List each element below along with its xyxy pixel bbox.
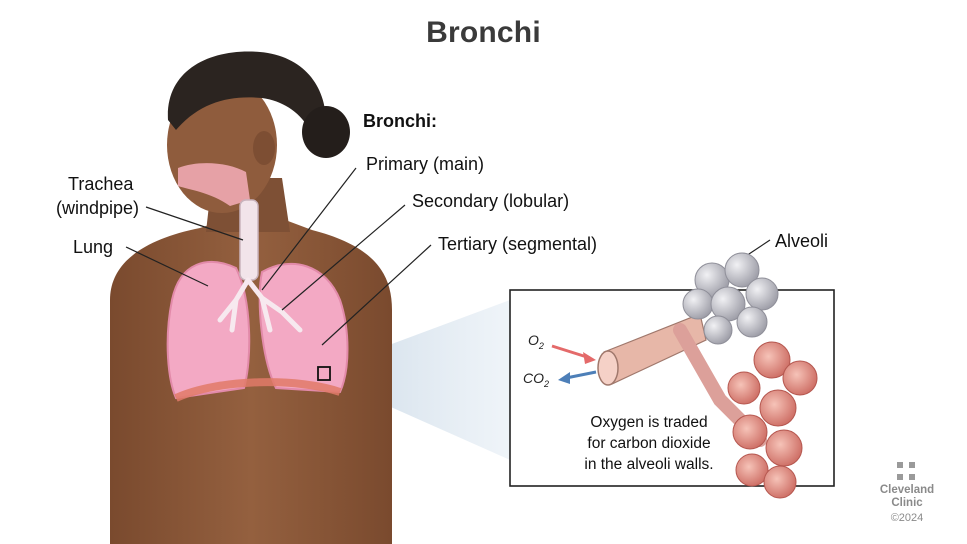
o2-label: O2 xyxy=(528,332,544,351)
logo-line1: Cleveland xyxy=(879,484,935,496)
label-trachea-windpipe: (windpipe) xyxy=(56,198,140,218)
caption-line: in the alveoli walls. xyxy=(584,456,714,473)
label-tertiary-bronchi: Tertiary (segmental) xyxy=(438,234,598,254)
label-trachea: Trachea xyxy=(68,174,134,194)
leader-secondary xyxy=(281,204,406,311)
pink-alveoli-cluster xyxy=(727,341,818,499)
inset-caption: Oxygen is traded for carbon dioxide in t… xyxy=(518,412,780,475)
gray-alveoli-cluster xyxy=(682,252,779,345)
label-alveoli: Alveoli xyxy=(775,231,829,251)
leader-trachea xyxy=(145,206,244,241)
diaphragm xyxy=(174,378,342,402)
o2-arrowhead xyxy=(583,352,596,364)
hair-bun xyxy=(302,106,350,158)
hair xyxy=(167,51,327,150)
cleveland-clinic-logo: Cleveland Clinic ©2024 xyxy=(872,460,942,524)
right-lung xyxy=(258,263,349,394)
copyright: ©2024 xyxy=(890,512,924,524)
bronchiole-opening xyxy=(597,350,619,386)
leader-lung xyxy=(125,246,209,287)
airway-head xyxy=(178,163,250,206)
co2-arrow xyxy=(565,370,597,380)
zoom-source-box xyxy=(317,366,331,381)
diagram-title: Bronchi xyxy=(426,16,541,49)
co2-label: CO2 xyxy=(523,370,550,389)
zoom-beam xyxy=(330,300,510,460)
left-lung xyxy=(166,261,251,400)
ear xyxy=(253,131,275,165)
bronchi-heading: Bronchi: xyxy=(363,111,437,131)
co2-arrowhead xyxy=(558,372,570,384)
cleveland-clinic-logo-icon xyxy=(897,462,915,480)
label-primary-bronchi: Primary (main) xyxy=(366,154,485,174)
caption-line: for carbon dioxide xyxy=(587,435,711,452)
leader-primary xyxy=(261,167,357,291)
label-secondary-bronchi: Secondary (lobular) xyxy=(412,191,570,211)
logo-line2: Clinic xyxy=(891,497,923,509)
label-lung: Lung xyxy=(73,237,114,257)
leader-tertiary xyxy=(321,244,432,346)
bronchial-tree xyxy=(217,277,303,333)
caption-line: Oxygen is traded xyxy=(590,414,708,431)
